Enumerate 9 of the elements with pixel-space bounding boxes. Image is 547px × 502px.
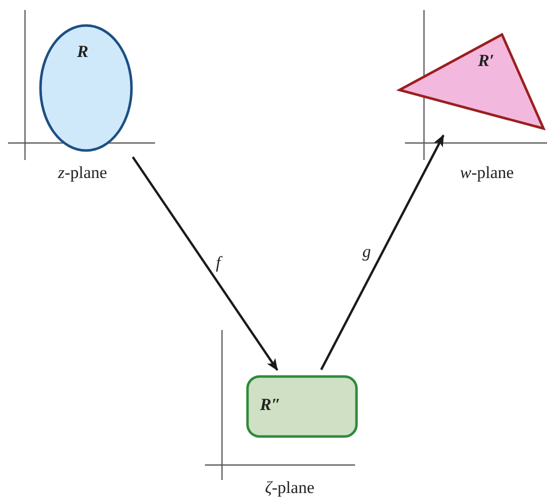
region-label: R′ — [478, 51, 494, 71]
edge-label: f — [214, 254, 222, 270]
plane-label: z-plane — [58, 163, 108, 183]
region-label: R″ — [260, 395, 281, 415]
plane-label: w-plane — [460, 163, 514, 183]
plane-label: ζ-plane — [265, 478, 314, 498]
arrow — [320, 134, 444, 370]
arrow — [132, 156, 278, 371]
region-label: R — [77, 42, 88, 62]
